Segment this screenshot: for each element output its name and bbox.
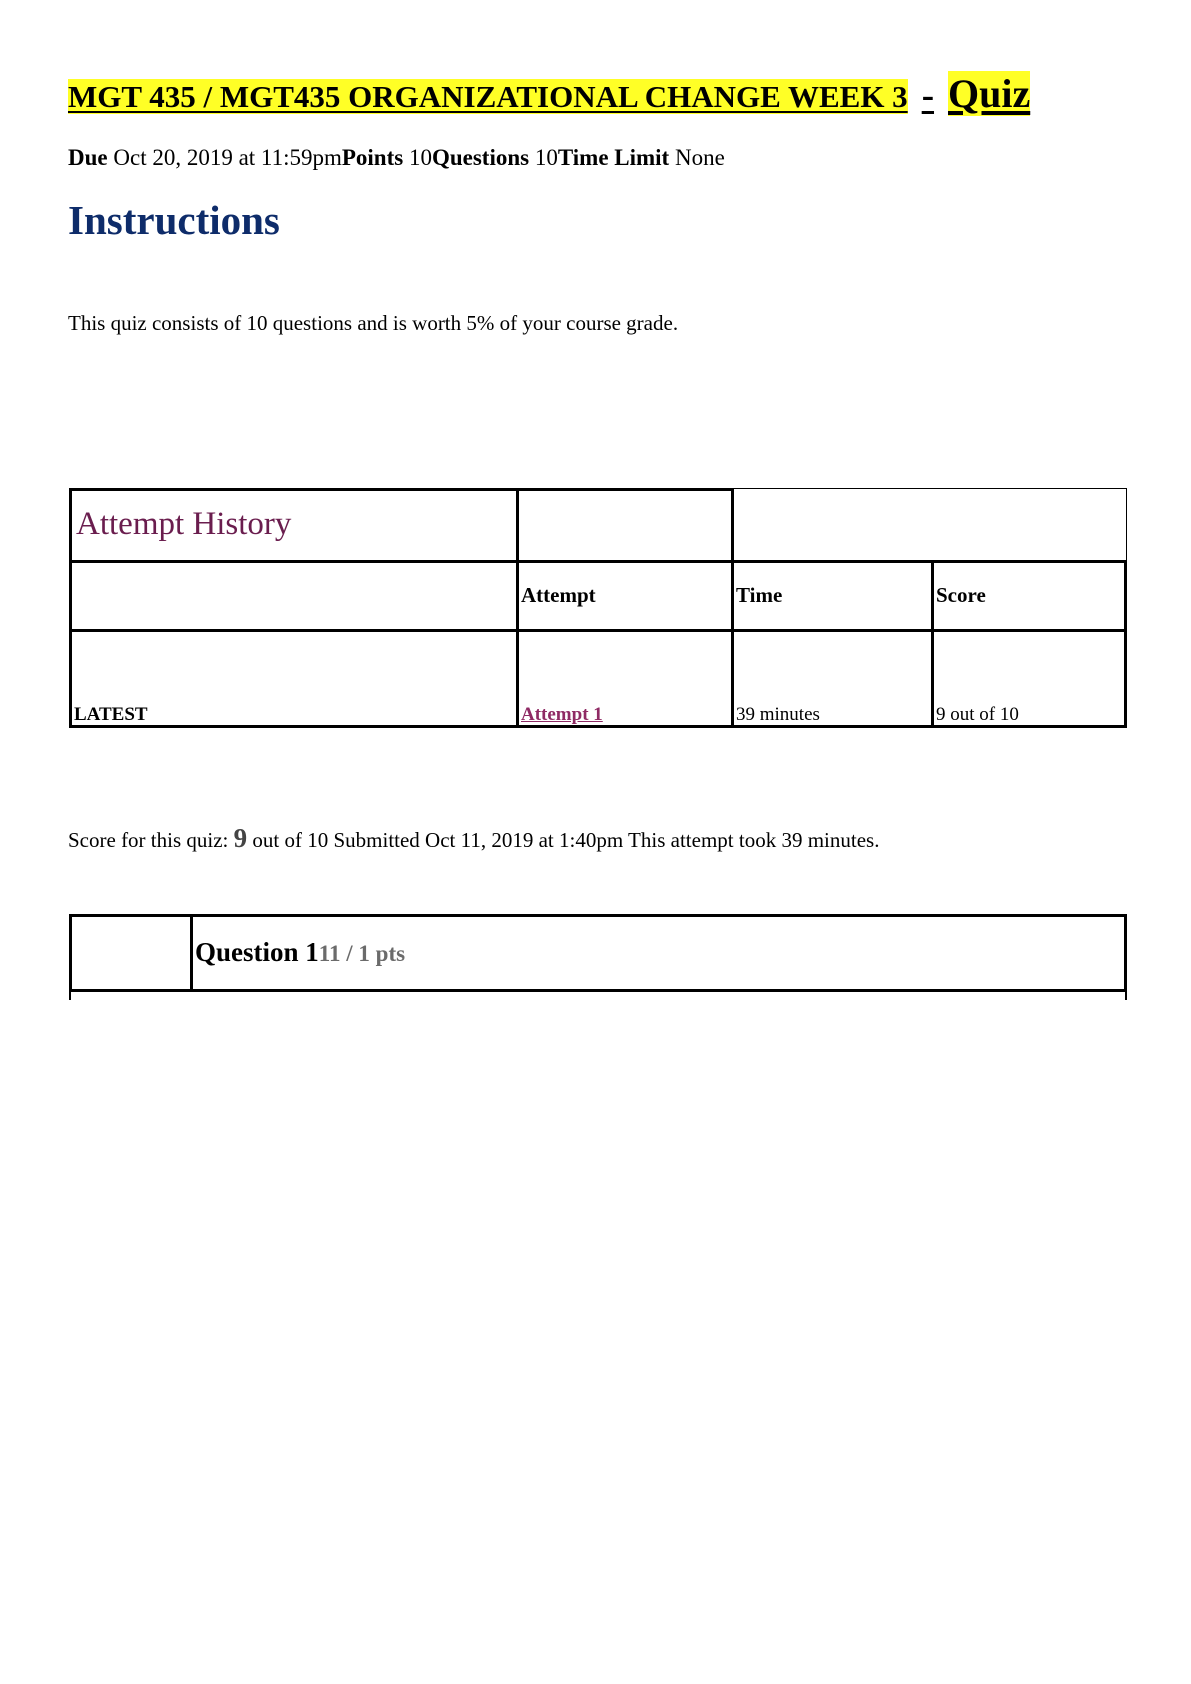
row-score-cell: 9 out of 10 bbox=[931, 629, 1127, 728]
question-title: Question 1 bbox=[195, 937, 319, 967]
attempt-history-title-cell: Attempt History bbox=[69, 488, 519, 563]
title-suffix: Quiz bbox=[948, 71, 1031, 116]
question-header-cell: Question 111 / 1 pts bbox=[190, 914, 1127, 992]
score-value: 9 bbox=[233, 823, 248, 853]
row-label: LATEST bbox=[74, 704, 148, 725]
question-points: 11 / 1 pts bbox=[319, 941, 405, 966]
row-attempt-cell: Attempt 1 bbox=[516, 629, 734, 728]
points-label: Points bbox=[341, 145, 404, 170]
table-row: LATEST bbox=[69, 629, 519, 728]
points-value: 10 bbox=[408, 145, 432, 170]
quiz-meta: Due Oct 20, 2019 at 11:59pmPoints 10Ques… bbox=[68, 145, 725, 171]
question-marker-cell bbox=[69, 914, 193, 992]
questions-label: Questions bbox=[431, 145, 530, 170]
question-points-prefix: 1 bbox=[318, 941, 330, 966]
due-value: Oct 20, 2019 at 11:59pm bbox=[113, 145, 342, 170]
attempt-history-empty-cell bbox=[516, 488, 734, 563]
document-title: MGT 435 / MGT435 ORGANIZATIONAL CHANGE W… bbox=[68, 71, 1031, 116]
header-time-cell: Time bbox=[731, 560, 934, 632]
score-details: out of 10 Submitted Oct 11, 2019 at 1:40… bbox=[252, 828, 880, 852]
due-label: Due bbox=[68, 145, 108, 170]
attempt-history-table: Attempt History Attempt Time Score LATES… bbox=[69, 488, 1127, 728]
table-border-stub bbox=[1125, 992, 1127, 1000]
table-border-stub bbox=[69, 992, 71, 1000]
header-attempt: Attempt bbox=[521, 583, 596, 607]
score-summary: Score for this quiz: 9 out of 10 Submitt… bbox=[68, 823, 879, 854]
header-empty-cell bbox=[69, 560, 519, 632]
row-time: 39 minutes bbox=[736, 704, 820, 725]
header-score-cell: Score bbox=[931, 560, 1127, 632]
attempt-history-title: Attempt History bbox=[76, 506, 292, 542]
title-main: MGT 435 / MGT435 ORGANIZATIONAL CHANGE W… bbox=[68, 79, 908, 114]
title-separator: - bbox=[921, 75, 935, 116]
row-time-cell: 39 minutes bbox=[731, 629, 934, 728]
time-limit-value: None bbox=[674, 145, 725, 170]
header-score: Score bbox=[936, 583, 986, 607]
questions-value: 10 bbox=[534, 145, 558, 170]
time-limit-label: Time Limit bbox=[557, 145, 670, 170]
question-points-value: 1 / 1 pts bbox=[329, 941, 406, 966]
row-score: 9 out of 10 bbox=[936, 704, 1019, 725]
question-header: Question 111 / 1 pts bbox=[195, 937, 405, 968]
attempt-1-link[interactable]: Attempt 1 bbox=[521, 704, 603, 725]
attempt-history-empty-cell bbox=[731, 488, 1127, 563]
header-time: Time bbox=[736, 583, 783, 607]
question-1-box: Question 111 / 1 pts bbox=[69, 914, 1127, 1000]
score-prefix: Score for this quiz: bbox=[68, 828, 229, 852]
instructions-text: This quiz consists of 10 questions and i… bbox=[68, 311, 679, 335]
instructions-heading: Instructions bbox=[68, 197, 280, 243]
header-attempt-cell: Attempt bbox=[516, 560, 734, 632]
